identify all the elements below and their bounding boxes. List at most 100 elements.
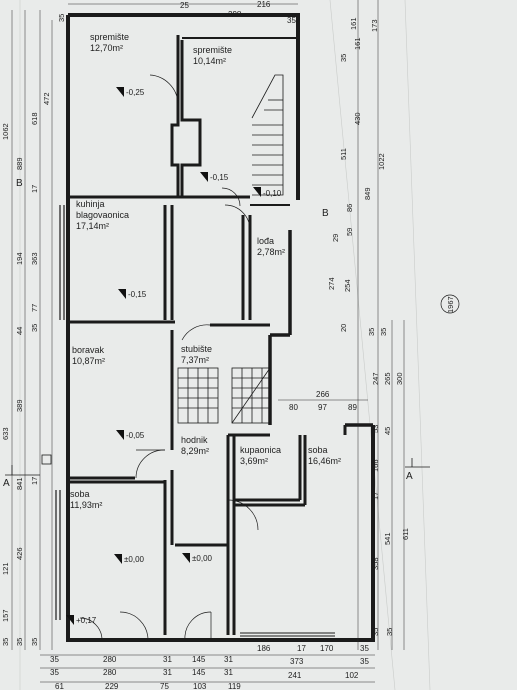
dimension-label: 358 — [371, 557, 380, 570]
room-loda-name: lođa — [257, 236, 274, 246]
dimension-label: 841 — [15, 477, 24, 490]
dimension-label: 35 — [50, 655, 59, 664]
room-hodnik-name: hodnik — [181, 435, 208, 445]
dims-bottom-row2: 35 280 31 145 31 373 35 — [50, 657, 369, 677]
room-loda-area: 2,78m² — [257, 247, 285, 257]
dimension-label: 35 — [367, 328, 376, 336]
dimension-label: 161 — [349, 17, 358, 30]
level-arrow-icon — [200, 172, 208, 182]
dimension-label: 31 — [224, 668, 233, 677]
dims-top: 25 298 216 35 — [180, 0, 296, 25]
dimension-label: 157 — [1, 609, 10, 622]
dimension-label: 472 — [42, 92, 51, 105]
section-marker-lines — [5, 458, 430, 476]
dimension-label: 17 — [297, 644, 306, 653]
dimension-label: 889 — [15, 157, 24, 170]
dimension-label: 59 — [345, 228, 354, 236]
room-boravak-name: boravak — [72, 345, 105, 355]
dimension-label: 363 — [30, 252, 39, 265]
dimension-label: 103 — [193, 682, 207, 690]
dims-right-inner: 161 161 173 35 430 86 29 59 254 20 35 53… — [331, 17, 394, 636]
dimension-label: 35 — [50, 668, 59, 677]
dims-bottom-row1: 35 280 31 145 31 186 17 170 35 — [50, 644, 369, 664]
dimension-label: 145 — [192, 668, 206, 677]
dimension-label: 44 — [15, 327, 24, 335]
level-mark: ±0,00 — [192, 554, 213, 563]
dims-left-small: 35 — [57, 14, 66, 22]
dimension-label: 266 — [316, 390, 330, 399]
dimension-lines — [11, 0, 405, 683]
level-marks: -0,25 -0,15 -0,10 -0,15 -0,05 ±0,00 ±0,0… — [66, 87, 282, 625]
dimension-label: 194 — [15, 252, 24, 265]
dimension-label: 618 — [30, 112, 39, 125]
dimension-label: 541 — [383, 532, 392, 545]
dimension-label: 274 — [327, 277, 336, 290]
dimension-label: 280 — [103, 655, 117, 664]
level-mark: -0,25 — [126, 88, 145, 97]
dimension-label: 611 — [401, 528, 410, 540]
interior-walls — [68, 35, 347, 635]
room-kuhinja-name: kuhinja — [76, 199, 105, 209]
dimension-label: 430 — [353, 112, 362, 125]
dims-bottom-row3: 61 229 75 103 119 241 102 — [55, 671, 359, 690]
dimension-label: 1062 — [1, 123, 10, 140]
stairs — [177, 74, 284, 424]
dimension-label: 77 — [30, 304, 39, 312]
level-mark: -0,10 — [263, 189, 282, 198]
dimension-label: 170 — [320, 644, 334, 653]
dimension-label: 31 — [224, 655, 233, 664]
dimension-label: 300 — [395, 372, 404, 385]
room-spremiste-1-area: 12,70m² — [90, 43, 123, 53]
dimension-label: 166 — [371, 459, 380, 472]
dimension-label: 45 — [383, 427, 392, 435]
dimension-label: 17 — [371, 492, 380, 500]
dimension-label: 35 — [385, 628, 394, 636]
level-arrow-icon — [116, 87, 124, 97]
room-spremiste-2-name: spremište — [193, 45, 232, 55]
dimension-label: 373 — [290, 657, 304, 666]
level-arrow-icon — [118, 289, 126, 299]
level-mark: +0,17 — [76, 616, 97, 625]
room-kuhinja-name2: blagovaonica — [76, 210, 129, 220]
level-arrow-icon — [182, 553, 190, 563]
dimension-label: 17 — [30, 477, 39, 485]
room-kupaonica-name: kupaonica — [240, 445, 281, 455]
dimension-label: 35 — [379, 328, 388, 336]
dimension-label: 633 — [1, 427, 10, 440]
section-letters: B B A A — [3, 178, 413, 489]
reference-circle — [440, 294, 460, 314]
dimension-label: 17 — [30, 185, 39, 193]
dimension-label: 1022 — [377, 153, 386, 170]
room-soba-2-area: 11,93m² — [70, 500, 102, 510]
level-arrow-icon — [116, 430, 124, 440]
room-spremiste-1-name: spremište — [90, 32, 129, 42]
dimension-label: 35 — [371, 628, 380, 636]
room-soba-2-name: soba — [70, 489, 90, 499]
dimension-label: 35 — [30, 324, 39, 332]
dimension-label: 389 — [15, 399, 24, 412]
dimension-label: 35 — [287, 16, 296, 25]
dimension-label: 35 — [1, 638, 10, 646]
dimension-label: 426 — [15, 547, 24, 560]
dims-left-inner: 618 472 17 194 363 77 44 35 389 17 426 3… — [15, 92, 51, 646]
dimension-label: 61 — [55, 682, 64, 690]
dimension-label: 216 — [257, 0, 271, 9]
level-mark: -0,05 — [126, 431, 145, 440]
dimension-label: 53 — [371, 425, 380, 433]
meter-box-icon — [41, 454, 52, 465]
dimension-label: 35 — [339, 54, 348, 62]
dimension-label: 20 — [339, 324, 348, 332]
level-mark: -0,15 — [128, 290, 147, 299]
room-stubiste-area: 7,37m² — [181, 355, 209, 365]
dimension-label: 254 — [343, 279, 352, 292]
dimension-label: 89 — [348, 403, 357, 412]
room-labels: spremište 12,70m² spremište 10,14m² kuhi… — [70, 32, 341, 510]
dimension-label: 186 — [257, 644, 271, 653]
room-stubiste-name: stubište — [181, 344, 212, 354]
section-a-right: A — [406, 471, 413, 482]
section-b-left: B — [16, 178, 23, 189]
dims-left-outer: 1062 633 121 157 35 — [1, 123, 10, 646]
section-b-right: B — [322, 208, 329, 219]
dimension-label: 145 — [192, 655, 206, 664]
